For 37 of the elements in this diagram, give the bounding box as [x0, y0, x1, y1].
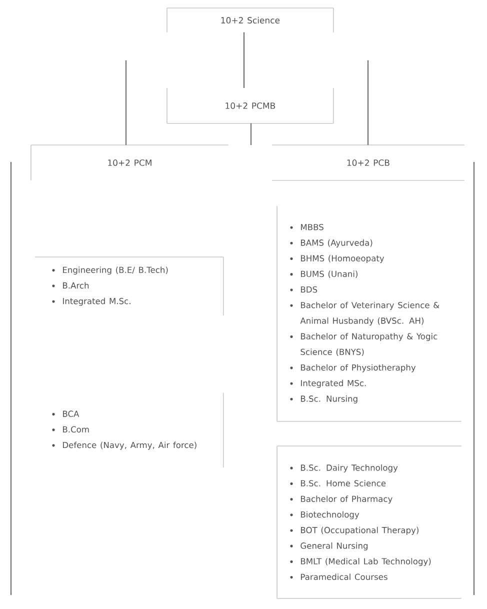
- list-item: Defence (Navy, Army, Air force): [52, 442, 196, 450]
- list-item: B.Sc. Nursing: [290, 395, 358, 404]
- course-list-box: [276, 446, 462, 599]
- list-item: B.Com: [52, 426, 89, 433]
- list-item: General Nursing: [290, 542, 368, 550]
- list-item: BOT (Occupational Therapy): [290, 526, 418, 535]
- list-item: BUMS (Unani): [290, 270, 358, 278]
- connector-line: [250, 122, 252, 146]
- heading-text: 10+2 PCM: [108, 160, 152, 166]
- list-item: Bachelor of Pharmacy: [290, 496, 392, 504]
- list-item: Engineering (B.E/ B.Tech): [52, 266, 168, 275]
- heading-box: [272, 144, 465, 181]
- heading-text: 10+2 PCMB: [226, 102, 276, 109]
- list-item: BMLT (Medical Lab Technology): [290, 558, 431, 566]
- list-item: BCA: [52, 410, 80, 417]
- course-list-box: [34, 256, 224, 316]
- list-item: MBBS: [290, 224, 324, 230]
- list-item: Integrated M.Sc.: [52, 298, 130, 306]
- list-item: Biotechnology: [290, 511, 360, 520]
- list-item: B.Sc. Home Science: [290, 480, 386, 486]
- list-item: BAMS (Ayurveda): [290, 239, 372, 248]
- list-item: B.Sc. Dairy Technology: [290, 464, 398, 472]
- list-item: Paramedical Courses: [290, 574, 388, 580]
- heading-text: 10+2 Science: [221, 16, 280, 24]
- list-item: Bachelor of Naturopathy & Yogic Science (BNYS): [290, 333, 438, 356]
- list-item: Bachelor of Physiotheraphy: [290, 364, 416, 372]
- list-item: BDS: [290, 286, 318, 293]
- heading-box: [30, 144, 229, 181]
- course-list-box: [52, 392, 224, 468]
- list-item: B.Arch: [52, 282, 89, 289]
- heading-box: [166, 88, 334, 124]
- course-list-box: [276, 206, 462, 422]
- list-item: Bachelor of Veterinary Science & Animal Husbandy (BVSc. AH): [290, 302, 440, 326]
- list-item: BHMS (Homoeopaty: [290, 255, 384, 264]
- heading-box: [166, 8, 334, 33]
- heading-text: 10+2 PCB: [347, 160, 390, 166]
- list-item: Integrated MSc.: [290, 380, 366, 388]
